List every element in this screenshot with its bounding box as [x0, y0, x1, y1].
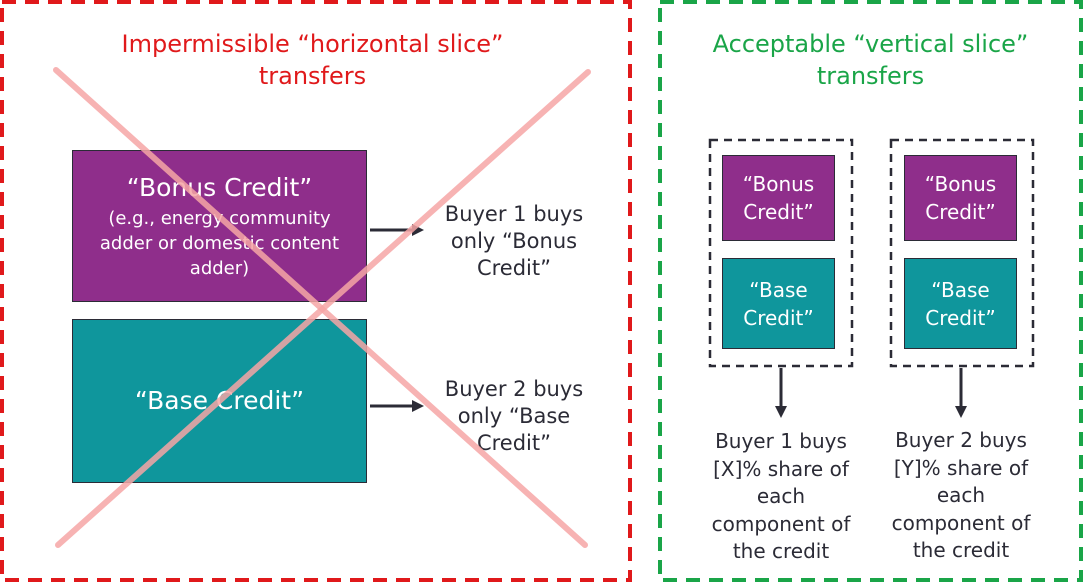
bonus-credit-title: “Bonus Credit”: [126, 172, 313, 202]
buyer1-horizontal-text: Buyer 1 buys only “Bonus Credit”: [444, 202, 584, 280]
group2-bonus-box: “Bonus Credit”: [904, 155, 1017, 241]
left-title-line1: Impermissible “horizontal slice”: [121, 30, 504, 58]
group1-bonus-box: “Bonus Credit”: [722, 155, 835, 241]
arrow-down-group2: [955, 368, 967, 418]
group1-base-box: “Base Credit”: [722, 258, 835, 349]
left-panel-title: Impermissible “horizontal slice” transfe…: [40, 28, 585, 92]
bonus-credit-box: “Bonus Credit” (e.g., energy community a…: [72, 150, 367, 302]
buyer2-vertical-text: Buyer 2 buys [Y]% share of each componen…: [891, 428, 1031, 562]
cross-line-2: [55, 69, 591, 548]
right-title-line2: transfers: [816, 62, 925, 90]
buyer1-vertical-text: Buyer 1 buys [X]% share of each componen…: [711, 429, 851, 563]
right-panel-title: Acceptable “vertical slice” transfers: [672, 28, 1069, 92]
right-title-line1: Acceptable “vertical slice”: [712, 30, 1029, 58]
right-panel-border: [658, 0, 1083, 582]
left-title-line2: transfers: [258, 62, 367, 90]
group1-border: [708, 138, 854, 368]
left-panel-border: [0, 0, 632, 582]
group2-base-box: “Base Credit”: [904, 258, 1017, 349]
arrow-to-buyer2: [370, 400, 424, 412]
buyer2-horizontal-text: Buyer 2 buys only “Base Credit”: [444, 377, 584, 455]
group2-border: [889, 138, 1035, 368]
arrow-down-group1: [775, 368, 787, 418]
